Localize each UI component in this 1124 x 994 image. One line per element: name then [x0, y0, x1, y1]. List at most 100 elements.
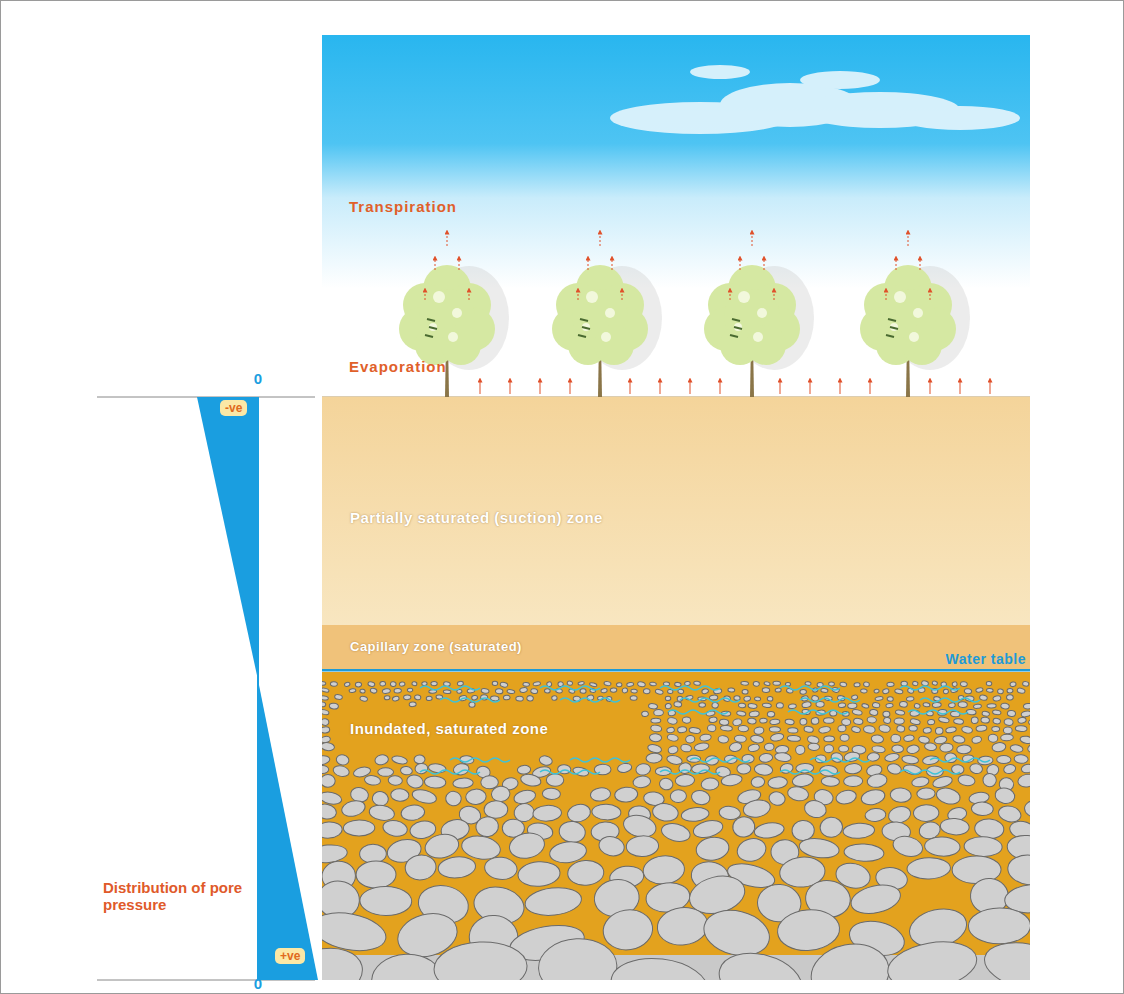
stone: [927, 719, 935, 725]
stone: [866, 773, 888, 789]
stone: [340, 798, 367, 818]
stone: [839, 745, 849, 752]
stone: [753, 821, 785, 840]
crown-highlight: [753, 332, 763, 342]
stone: [368, 804, 395, 823]
stone: [654, 710, 664, 716]
stone: [1024, 800, 1030, 818]
crown-highlight: [605, 308, 615, 318]
stone: [824, 736, 835, 742]
stone: [707, 725, 716, 732]
stone: [592, 804, 622, 821]
stone: [734, 735, 746, 743]
stone: [957, 745, 972, 754]
stone: [841, 718, 850, 725]
stone: [1021, 710, 1030, 717]
stone: [986, 688, 993, 692]
stone: [913, 804, 939, 821]
stone: [837, 725, 846, 733]
stone: [422, 682, 427, 686]
tree: [704, 265, 814, 409]
stone: [651, 802, 679, 823]
stone: [433, 940, 528, 980]
process-label: Transpiration: [349, 199, 457, 216]
stone: [974, 818, 1004, 839]
stone: [759, 753, 773, 763]
stone: [808, 743, 820, 751]
stone: [848, 703, 857, 709]
stone: [507, 830, 547, 861]
moisture-arrow: [870, 380, 871, 394]
stones: [322, 680, 1030, 980]
moisture-arrow: [810, 380, 811, 394]
stone: [368, 681, 376, 687]
stone: [660, 821, 692, 845]
water-wave: [780, 686, 840, 690]
stone: [971, 802, 993, 816]
stone: [938, 716, 949, 723]
stone: [912, 681, 918, 686]
stone: [544, 689, 550, 693]
stone: [764, 743, 774, 751]
stone: [360, 844, 387, 863]
stone: [322, 687, 329, 692]
moisture-arrow: [780, 380, 781, 394]
stone: [412, 681, 418, 686]
zone-label: Inundated, saturated zone: [350, 720, 548, 737]
stone: [360, 689, 366, 693]
stone: [642, 854, 686, 886]
moisture-arrow: [764, 258, 765, 270]
stone: [754, 697, 760, 701]
stone: [776, 907, 841, 952]
water-wave: [900, 686, 960, 690]
stone: [884, 752, 900, 762]
stone: [886, 762, 902, 775]
stone: [597, 834, 626, 858]
stone: [805, 681, 811, 685]
stone: [517, 765, 531, 775]
crown: [902, 325, 942, 365]
water-wave: [440, 698, 500, 702]
stone: [1003, 763, 1017, 775]
stone: [519, 687, 527, 693]
stone: [958, 702, 967, 708]
moisture-arrow: [990, 380, 991, 394]
stone: [891, 833, 925, 859]
crown-highlight: [601, 332, 611, 342]
moisture-arrow: [930, 290, 931, 300]
stone: [906, 744, 920, 754]
process-label: Evaporation: [349, 359, 447, 376]
stone: [767, 696, 773, 701]
stone: [630, 695, 637, 700]
stone: [875, 696, 884, 701]
stone: [507, 689, 515, 694]
crown-highlight: [734, 323, 742, 331]
stone: [322, 774, 335, 787]
stone: [787, 735, 801, 742]
stone: [695, 835, 731, 863]
stone: [994, 786, 1016, 805]
stone: [923, 727, 932, 733]
partially-saturated-band: Partially saturated (suction) zone: [322, 397, 1030, 625]
stone: [932, 681, 938, 686]
stone: [681, 806, 710, 822]
water-wave: [660, 770, 720, 774]
stone: [795, 745, 806, 755]
crown-highlight: [890, 323, 898, 331]
stone: [641, 711, 649, 717]
axis-title: Distribution of pore pressure: [103, 880, 243, 913]
stone: [872, 702, 880, 708]
stone: [865, 808, 887, 822]
stone: [737, 764, 751, 775]
stone: [718, 735, 729, 743]
stone: [914, 703, 921, 709]
stone: [665, 696, 671, 701]
stone: [786, 785, 809, 802]
stone: [863, 681, 870, 687]
stone: [894, 688, 903, 694]
stone: [344, 682, 350, 687]
stone: [682, 717, 691, 724]
moisture-arrow: [570, 380, 571, 394]
stone: [503, 695, 510, 700]
stone: [961, 726, 973, 734]
